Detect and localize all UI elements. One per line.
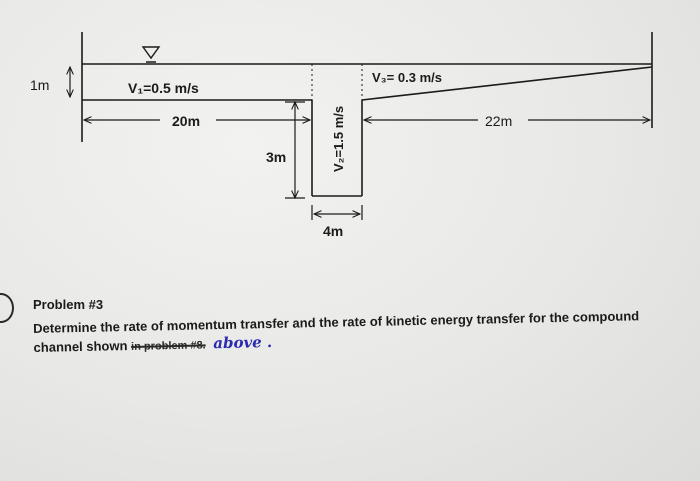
depth-label: 1m [30, 77, 49, 93]
v3-label: V₃= 0.3 m/s [372, 70, 442, 85]
left-width-label: 20m [172, 113, 200, 129]
water-surface-symbol [141, 46, 161, 63]
channel-width-label: 4m [323, 223, 343, 239]
right-width-label: 22m [485, 113, 512, 129]
struck-reference: in problem #8. [130, 339, 206, 353]
channel-outline [81, 32, 653, 197]
subsection-dividers [311, 64, 363, 100]
right-floodplain-bed [361, 66, 653, 101]
channel-depth-label: 3m [266, 149, 286, 165]
problem-title: Problem #3 [33, 297, 104, 312]
v2-label: V₂=1.5 m/s [331, 106, 346, 172]
handwritten-correction: above . [213, 332, 273, 353]
dimension-lines [70, 67, 650, 220]
v1-label: V₁=0.5 m/s [128, 80, 199, 96]
